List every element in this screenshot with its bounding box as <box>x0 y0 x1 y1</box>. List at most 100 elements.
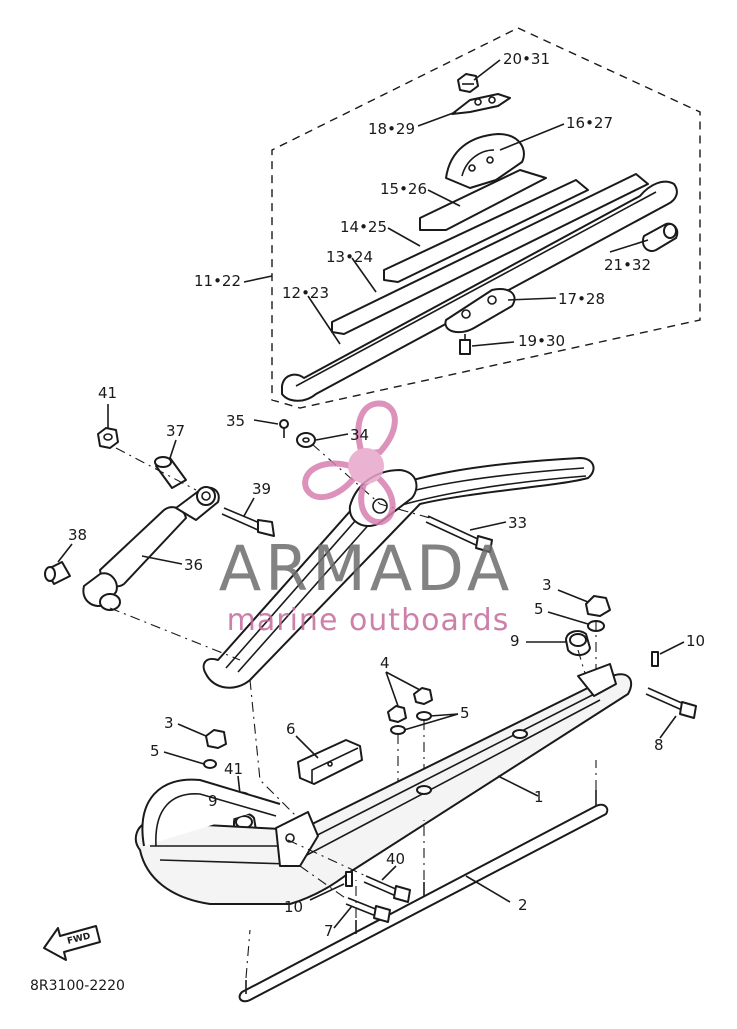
bolt-part-40 <box>363 875 411 903</box>
callout-41-top: 41 <box>98 384 117 402</box>
nut-part-3-left <box>205 729 227 749</box>
callout-10-left: 10 <box>284 898 303 916</box>
leader-37 <box>169 439 177 459</box>
bolt-part-33 <box>425 515 493 553</box>
callout-20-31: 20•31 <box>503 50 550 68</box>
watermark-title: ARMADA <box>219 532 513 605</box>
callout-7: 7 <box>324 922 334 940</box>
leader-4 <box>385 671 421 707</box>
leader-10-right <box>659 641 685 655</box>
bolt-part-7 <box>345 897 391 923</box>
callout-3-right: 3 <box>542 576 552 594</box>
leaf-part-14-25 <box>383 179 589 283</box>
leader-5-center <box>403 713 459 731</box>
axis-line-runner-studs <box>245 760 597 979</box>
washer-part-34 <box>296 432 316 448</box>
callout-39: 39 <box>252 480 271 498</box>
spring-group-outline <box>271 27 701 409</box>
leader-21-32 <box>609 239 649 253</box>
axis-line-spring-down <box>249 679 301 821</box>
leader-7 <box>333 905 353 929</box>
callout-21-32: 21•32 <box>604 256 651 274</box>
leader-40 <box>381 865 397 881</box>
callout-9-right: 9 <box>510 632 520 650</box>
bolt-part-39 <box>221 507 275 537</box>
callout-1: 1 <box>534 788 544 806</box>
leader-8 <box>659 715 677 739</box>
bushing-part-9-right <box>565 630 591 656</box>
callout-8: 8 <box>654 736 664 754</box>
pin-part-10-left <box>345 871 353 887</box>
callout-33: 33 <box>508 514 527 532</box>
main-leaf-part-12-23 <box>281 180 678 402</box>
forward-arrow-icon: FWD <box>43 925 101 961</box>
pin-part-38 <box>44 561 71 585</box>
leader-12-23 <box>307 295 341 345</box>
callout-5-right: 5 <box>534 600 544 618</box>
leader-36 <box>141 555 183 565</box>
callout-6: 6 <box>286 720 296 738</box>
leader-34 <box>315 433 349 441</box>
callout-16-27: 16•27 <box>566 114 613 132</box>
leader-18-29 <box>417 111 457 127</box>
callout-40: 40 <box>386 850 405 868</box>
callout-34: 34 <box>350 426 369 444</box>
diagram-code: 8R3100-2220 <box>30 978 125 994</box>
watermark-subtitle: marine outboards <box>227 603 510 638</box>
nut-part-20-31 <box>457 73 479 93</box>
leader-1 <box>497 775 539 797</box>
axis-line-shock-bottom <box>109 607 241 661</box>
nut-part-41-top <box>97 427 119 449</box>
callout-12-23: 12•23 <box>282 284 329 302</box>
callout-5-center: 5 <box>460 704 470 722</box>
leader-38 <box>57 543 73 563</box>
callout-19-30: 19•30 <box>518 332 565 350</box>
leader-3-right <box>557 589 589 603</box>
callout-14-25: 14•25 <box>340 218 387 236</box>
washer-part-5-b <box>416 711 432 721</box>
washer-part-5-left <box>203 759 217 769</box>
leader-19-30 <box>471 341 515 347</box>
leader-33 <box>469 521 507 531</box>
axis-line-right-stack <box>577 620 597 691</box>
callout-18-29: 18•29 <box>368 120 415 138</box>
leader-11-22 <box>243 275 273 283</box>
leader-5-right <box>547 611 589 625</box>
callout-11-22: 11•22 <box>194 272 241 290</box>
leader-13-24 <box>351 257 377 293</box>
washer-part-5-a <box>390 725 406 735</box>
collar-part-37 <box>154 456 187 489</box>
nut-part-3-right <box>585 595 611 617</box>
axis-line-front-bolts <box>287 839 367 901</box>
callout-10-right: 10 <box>686 632 705 650</box>
bolt-part-8 <box>645 687 697 719</box>
callout-5-left: 5 <box>150 742 160 760</box>
callout-13-24: 13•24 <box>326 248 373 266</box>
callout-38: 38 <box>68 526 87 544</box>
callout-9-left: 9 <box>208 792 218 810</box>
bolt-part-19-30 <box>459 334 471 355</box>
ski-part-1 <box>134 663 633 905</box>
callout-35: 35 <box>226 412 245 430</box>
leader-5-left <box>163 751 205 765</box>
watermark: ARMADA marine outboards <box>219 400 513 638</box>
leader-15-26 <box>427 189 461 207</box>
bushing-part-21-32 <box>642 222 679 252</box>
bracket-part-6 <box>297 739 363 785</box>
leader-35 <box>253 419 279 425</box>
leader-6 <box>295 735 319 759</box>
nut-part-4-b <box>413 687 433 705</box>
pin-part-10-right <box>651 651 659 667</box>
screw-part-35 <box>279 419 289 438</box>
callout-41-bottom: 41 <box>224 760 243 778</box>
leader-17-28 <box>507 297 557 301</box>
callout-3-left: 3 <box>164 714 174 732</box>
leader-39 <box>243 497 255 517</box>
callout-37: 37 <box>166 422 185 440</box>
callout-2: 2 <box>518 896 528 914</box>
callout-15-26: 15•26 <box>380 180 427 198</box>
plate-part-17-28 <box>444 288 516 334</box>
leader-2 <box>465 875 511 903</box>
leader-3-left <box>177 723 207 737</box>
